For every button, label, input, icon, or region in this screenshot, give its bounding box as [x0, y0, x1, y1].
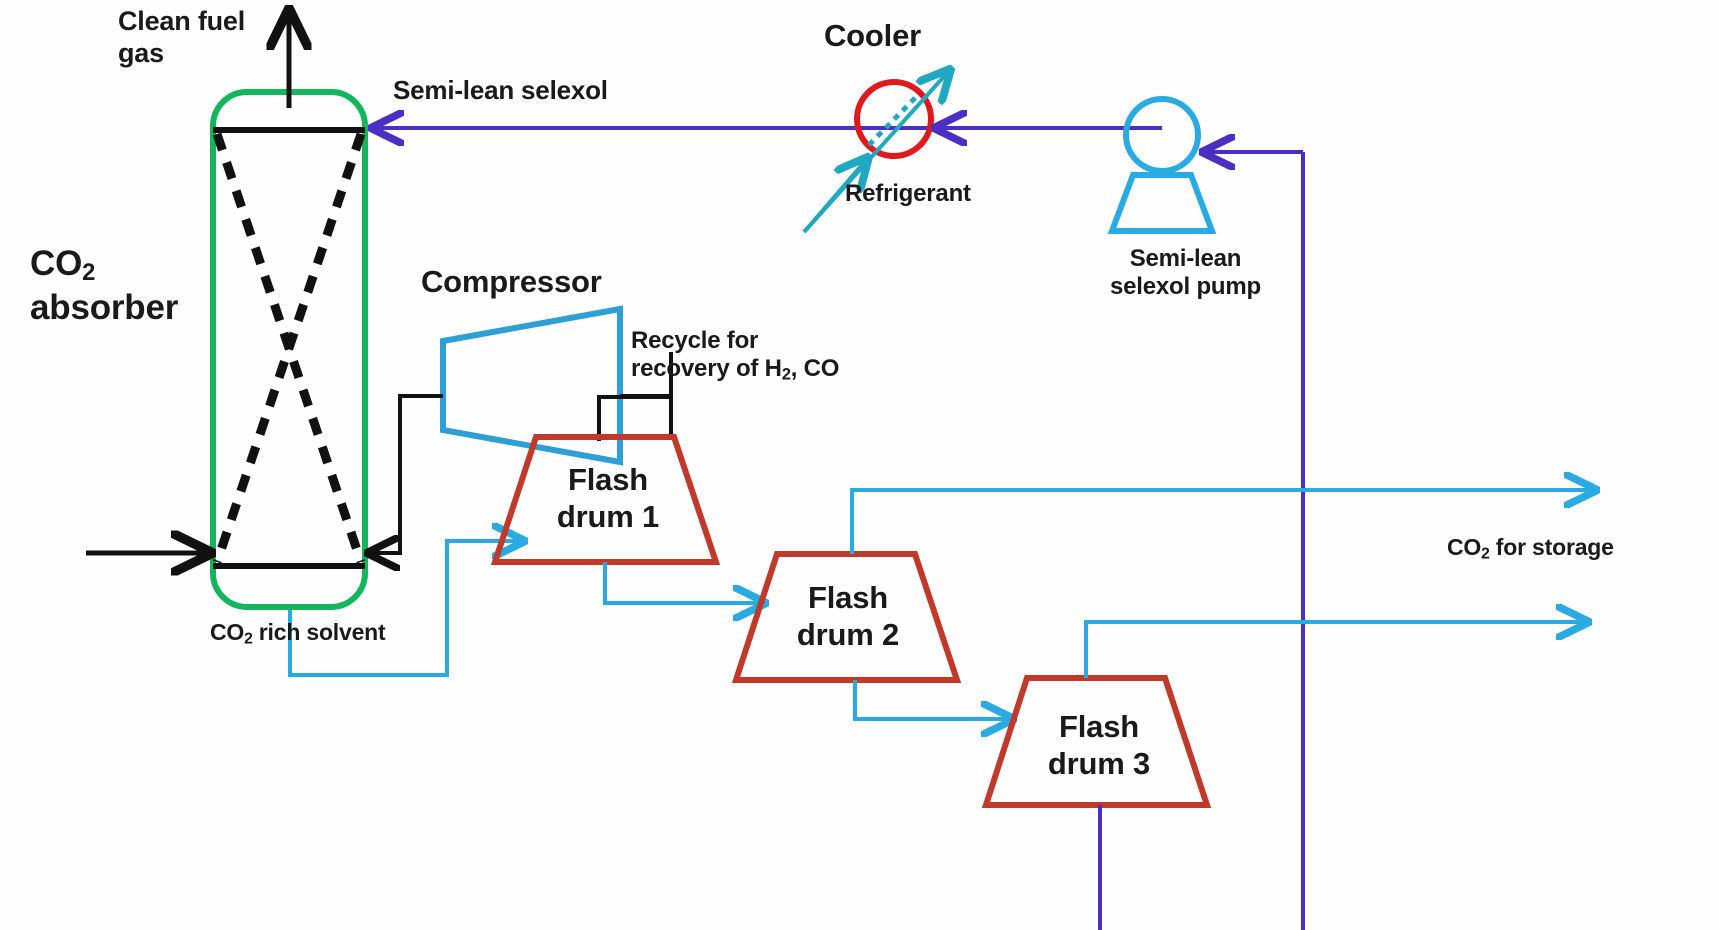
flash-drum-2[interactable]: [731, 551, 962, 683]
flash-drum-1[interactable]: [490, 434, 721, 565]
label-fd1-line1: Flash: [568, 462, 648, 497]
label-pump-line1: Semi-lean: [1129, 245, 1242, 272]
flash-drum-3[interactable]: [981, 675, 1212, 808]
cooler[interactable]: [854, 79, 934, 159]
label-fd2-line1: Flash: [808, 580, 888, 615]
label-rich-solvent-sub: 2: [244, 630, 253, 648]
stream-refrigerant-in: [803, 160, 866, 233]
pump-base-trapezoid: [1107, 172, 1217, 234]
label-refrigerant: Refrigerant: [845, 180, 971, 207]
label-fd3-line1: Flash: [1059, 709, 1139, 744]
label-storage-pre: CO: [1447, 534, 1482, 560]
stream-fd2-vapor-co2-storage: [850, 490, 1593, 554]
co2-absorber[interactable]: [210, 89, 368, 610]
label-co2-absorber-subscript: 2: [82, 259, 96, 287]
label-recycle-line2-post: , CO: [790, 355, 840, 383]
absorber-shell: [210, 89, 368, 610]
label-fd3-line2: drum 3: [1047, 745, 1151, 781]
label-co2-for-storage: CO2 for storage: [1447, 534, 1614, 564]
label-fd2-line2: drum 2: [796, 616, 900, 652]
cooler-coil-line: [867, 92, 921, 147]
label-storage-post: for storage: [1489, 534, 1614, 560]
stream-fd3-vapor-co2-storage: [1084, 622, 1585, 678]
label-clean-fuel-gas: Clean fuel gas: [118, 6, 246, 68]
label-co2-absorber-co: CO: [30, 244, 83, 283]
stream-co2-rich-solvent: [288, 541, 521, 677]
label-compressor: Compressor: [421, 264, 602, 299]
label-co2-absorber-word: absorber: [30, 288, 179, 328]
label-pump-line2: selexol pump: [1110, 273, 1261, 301]
flash-drum-2-body: [731, 551, 962, 683]
label-recycle-line2-pre: recovery of H: [631, 355, 782, 383]
label-cooler: Cooler: [824, 18, 921, 53]
stream-fd1-to-fd2: [603, 562, 762, 603]
absorber-packing-diagonal-2: [212, 132, 366, 564]
semi-lean-selexol-pump[interactable]: [1107, 96, 1217, 234]
label-rich-solvent-pre: CO: [210, 619, 245, 645]
flash-drum-1-body: [490, 434, 721, 565]
label-co2-rich-solvent: CO2 rich solvent: [210, 619, 386, 649]
label-recycle-line2-sub: 2: [781, 365, 791, 384]
label-rich-solvent-post: rich solvent: [252, 619, 386, 645]
label-storage-sub: 2: [1481, 545, 1490, 563]
flash-drum-3-body: [981, 675, 1212, 808]
stream-fd2-to-fd3: [853, 680, 1010, 719]
label-fd1-line2: drum 1: [556, 498, 660, 534]
label-recycle-line1: Recycle for: [631, 327, 759, 354]
stream-compressor-recycle-to-absorber: [371, 394, 443, 553]
compressor[interactable]: [440, 305, 623, 466]
pump-impeller-circle: [1123, 96, 1201, 174]
label-semi-lean-selexol: Semi-lean selexol: [393, 75, 608, 105]
compressor-body: [440, 305, 623, 466]
